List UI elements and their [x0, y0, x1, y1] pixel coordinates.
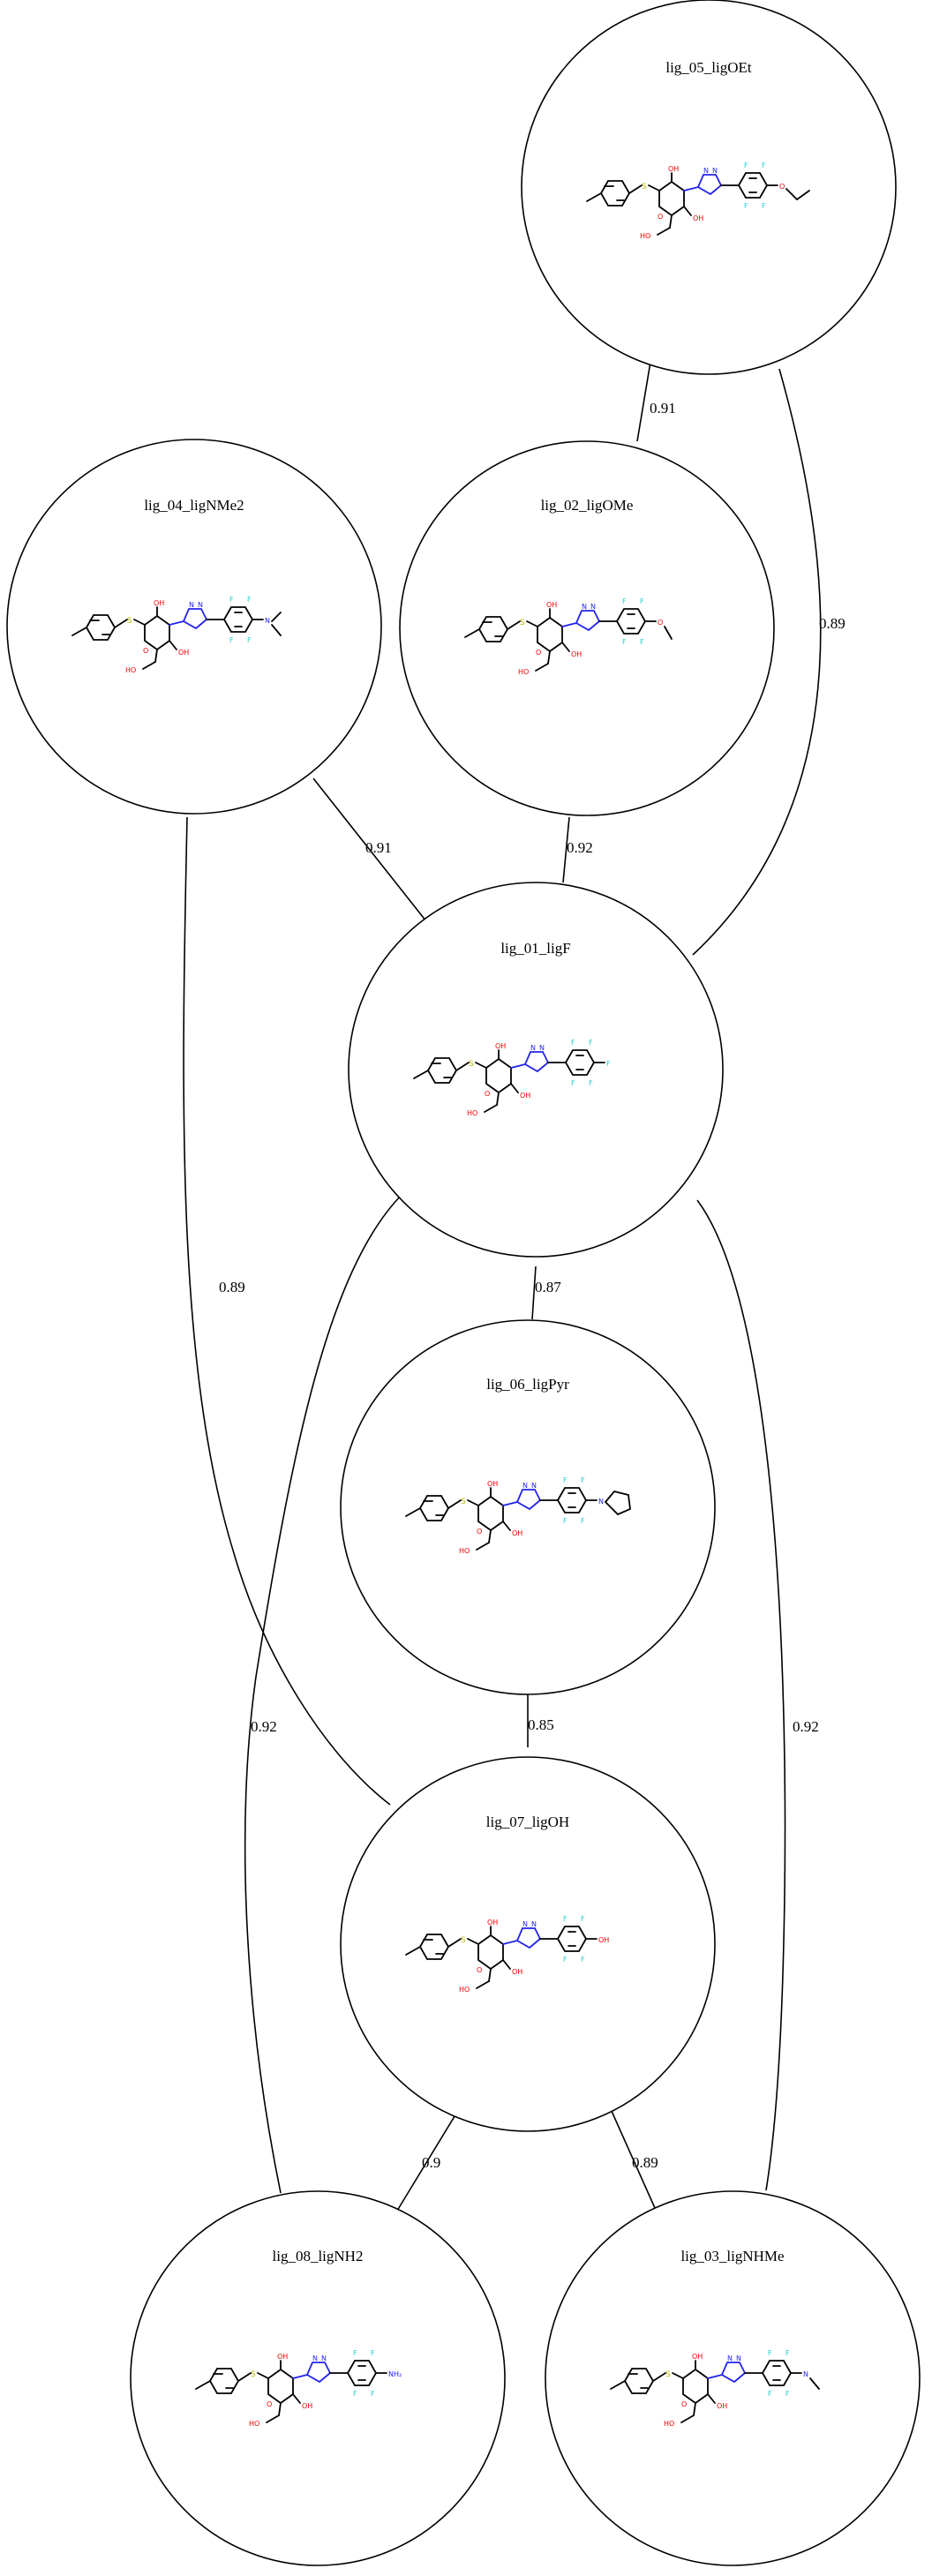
node-title: lig_01_ligF: [500, 940, 570, 957]
node-title: lig_06_ligPyr: [486, 1376, 569, 1393]
svg-text:N: N: [265, 617, 270, 625]
edge-lig01-lig03: [696, 1199, 786, 2191]
svg-text:OH: OH: [598, 1936, 609, 1944]
svg-text:F: F: [606, 1060, 611, 1068]
molecule-structure: O: [586, 161, 810, 241]
molecule-structure: N: [405, 1476, 631, 1556]
edge-lig02-lig01: [562, 816, 570, 883]
edge-label-lig01-lig03: 0.92: [793, 1718, 819, 1735]
node-lig02-ligOMe[interactable]: lig_02_ligOMe O: [399, 440, 775, 816]
molecule-structure: NH₂: [195, 2348, 402, 2429]
node-circle: [340, 1756, 716, 2132]
node-title: lig_02_ligOMe: [541, 497, 634, 514]
molecule-structure: F: [413, 1038, 611, 1118]
edge-label-lig06-lig07: 0.85: [528, 1716, 554, 1733]
svg-text:NH₂: NH₂: [388, 2370, 402, 2378]
molecule-structure: OH: [405, 1914, 609, 1994]
node-lig06-ligPyr[interactable]: lig_06_ligPyr N: [340, 1319, 716, 1695]
node-title: lig_08_ligNH2: [273, 2248, 364, 2264]
edge-lig01-lig06: [531, 1265, 537, 1320]
edge-lig01-lig08: [244, 1193, 403, 2194]
svg-text:N: N: [598, 1498, 604, 1506]
node-circle: [545, 2190, 921, 2566]
edge-lig05-lig01: [692, 368, 822, 956]
node-lig03-ligNHMe[interactable]: lig_03_ligNHMe N: [545, 2190, 921, 2566]
node-circle: [521, 0, 897, 375]
node-title: lig_03_ligNHMe: [680, 2248, 784, 2264]
edge-lig04-lig07: [183, 816, 391, 1806]
edges: [183, 345, 822, 2212]
node-lig07-ligOH[interactable]: lig_07_ligOH OH: [340, 1756, 716, 2132]
edge-label-lig04-lig07: 0.89: [219, 1279, 245, 1296]
edge-label-lig01-lig06: 0.87: [535, 1279, 561, 1296]
svg-text:O: O: [779, 183, 785, 191]
edge-labels: 0.91 0.89 0.91 0.92 0.89 0.87 0.92 0.92 …: [219, 400, 846, 2171]
molecule-structure: N: [610, 2348, 820, 2429]
edge-label-lig05-lig02: 0.91: [650, 400, 676, 417]
node-title: lig_07_ligOH: [486, 1814, 569, 1830]
node-lig01-ligF[interactable]: lig_01_ligF F: [348, 882, 724, 1258]
molecule-structure: N: [71, 595, 282, 675]
edge-label-lig02-lig01: 0.92: [567, 839, 593, 856]
nodes: lig_05_ligOEt O lig_04_ligNMe2 N lig_02_…: [6, 0, 921, 2566]
edge-label-lig05-lig01: 0.89: [819, 615, 846, 632]
edge-lig07-lig08: [396, 2104, 462, 2212]
edge-label-lig04-lig01: 0.91: [365, 839, 392, 856]
edge-lig04-lig01: [312, 777, 427, 922]
node-lig05-ligOEt[interactable]: lig_05_ligOEt O: [521, 0, 897, 375]
edge-label-lig07-lig08: 0.9: [422, 2154, 440, 2171]
node-lig08-ligNH2[interactable]: lig_08_ligNH2 NH₂: [130, 2190, 506, 2566]
node-title: lig_05_ligOEt: [665, 59, 752, 76]
edge-label-lig01-lig08: 0.92: [251, 1718, 277, 1735]
node-lig04-ligNMe2[interactable]: lig_04_ligNMe2 N: [6, 439, 382, 815]
node-title: lig_04_ligNMe2: [144, 497, 244, 514]
edge-lig07-lig03: [610, 2108, 656, 2209]
node-circle: [130, 2190, 506, 2566]
edge-label-lig07-lig03: 0.89: [632, 2154, 658, 2171]
svg-text:N: N: [803, 2370, 808, 2378]
svg-text:O: O: [658, 619, 663, 627]
molecule-structure: O: [464, 597, 673, 677]
